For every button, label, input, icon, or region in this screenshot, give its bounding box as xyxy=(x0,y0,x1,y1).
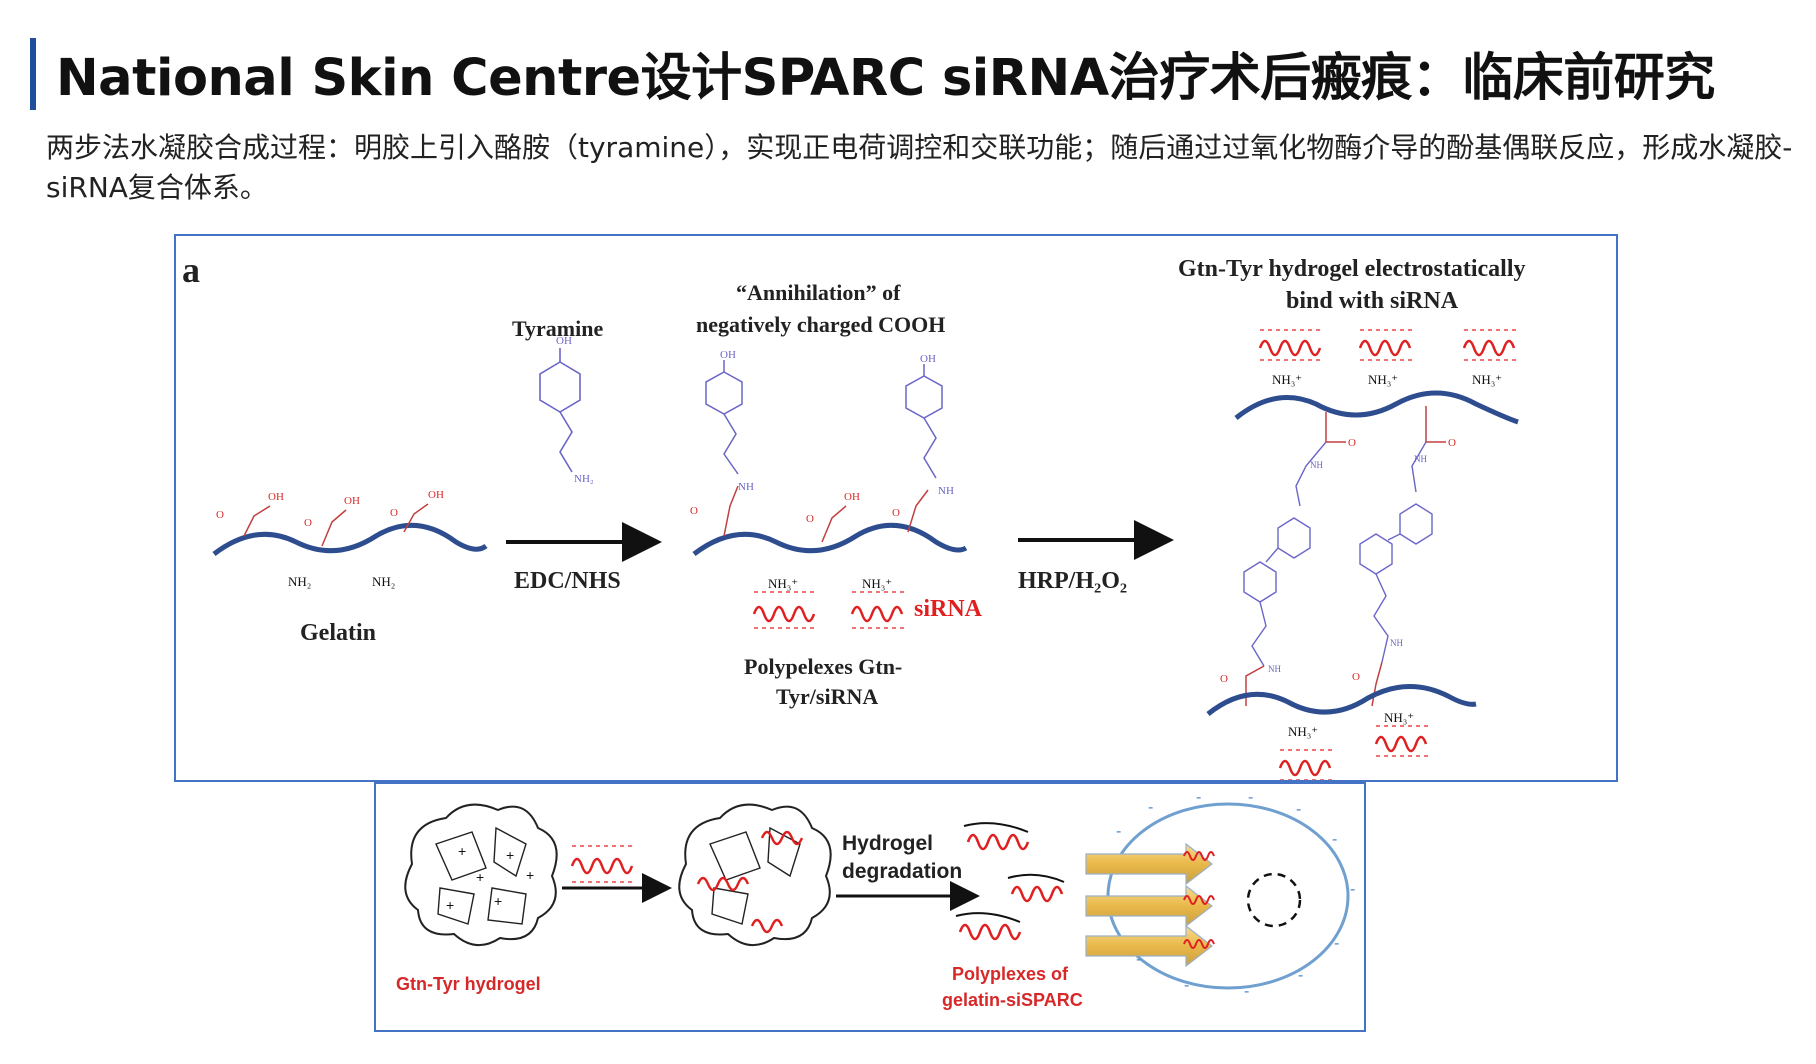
svg-text:+: + xyxy=(458,843,466,859)
synthesis-diagram: a O OH O OH O OH NH₂ NH₂ Gelatin Tyramine O… xyxy=(182,250,1526,780)
svg-text:O: O xyxy=(216,509,224,521)
gelatin-amine-labels: NH₂ NH₂ xyxy=(288,574,395,589)
svg-text:O: O xyxy=(390,507,398,519)
hydrogel-crosslinks xyxy=(1243,441,1433,667)
svg-text:O: O xyxy=(1352,671,1360,683)
svg-text:O: O xyxy=(1220,673,1228,685)
polyplex-label-line2: gelatin-siSPARC xyxy=(942,990,1083,1010)
svg-text:+: + xyxy=(506,847,514,863)
svg-text:O: O xyxy=(1348,437,1356,449)
svg-text:+: + xyxy=(476,869,484,885)
svg-text:NH₃⁺: NH₃⁺ xyxy=(1368,372,1398,387)
internalized-sirna xyxy=(1183,851,1215,949)
svg-text:-: - xyxy=(1148,799,1153,816)
svg-text:NH: NH xyxy=(1268,664,1281,674)
svg-text:O: O xyxy=(892,507,900,519)
polyplex-sirna-strands xyxy=(752,605,904,623)
svg-text:NH: NH xyxy=(1390,638,1403,648)
polyplex-sirna-dashes xyxy=(754,591,906,629)
svg-text:NH₂: NH₂ xyxy=(288,574,311,589)
hydrogel-line2: bind with siRNA xyxy=(1286,288,1459,314)
polyplex-line2: Tyr/siRNA xyxy=(776,684,878,709)
svg-text:-: - xyxy=(1184,977,1189,994)
svg-text:+: + xyxy=(446,897,454,913)
polyplex-label-line1: Polyplexes of xyxy=(952,964,1069,984)
edc-nhs-label: EDC/NHS xyxy=(514,568,621,594)
annihilation-line1: “Annihilation” of xyxy=(736,280,901,305)
gtn-tyr-hydrogel-label: Gtn-Tyr hydrogel xyxy=(396,974,541,994)
svg-text:-: - xyxy=(1136,951,1141,968)
svg-text:O: O xyxy=(806,513,814,525)
entrapped-sirna xyxy=(696,830,804,934)
svg-text:OH: OH xyxy=(920,353,936,365)
polyplex-amide-groups xyxy=(723,485,929,543)
svg-text:NH₃⁺: NH₃⁺ xyxy=(1272,372,1302,387)
tyramine-label: Tyramine xyxy=(512,316,603,341)
svg-text:+: + xyxy=(494,893,502,909)
cell-nucleus xyxy=(1246,872,1302,928)
panel-letter-a: a xyxy=(182,250,200,290)
svg-text:NH₃⁺: NH₃⁺ xyxy=(1384,710,1414,725)
free-sirna xyxy=(570,857,634,875)
hydrogel-line1: Gtn-Tyr hydrogel electrostatically xyxy=(1178,256,1526,282)
svg-text:NH: NH xyxy=(938,485,954,497)
polyplex-tyramine-groups xyxy=(705,360,943,479)
page-title: National Skin Centre设计SPARC siRNA治疗术后瘢痕：… xyxy=(56,49,1715,108)
svg-text:-: - xyxy=(1332,831,1337,848)
hydrogel-bottom-sirna xyxy=(1278,735,1428,777)
svg-text:NH: NH xyxy=(1414,454,1427,464)
svg-text:-: - xyxy=(1244,983,1249,1000)
tyramine-oh: OH xyxy=(556,335,572,347)
title-accent-bar xyxy=(30,38,36,110)
cell-entry-arrows xyxy=(1085,842,1213,968)
svg-text:NH₃⁺: NH₃⁺ xyxy=(768,576,798,591)
annihilation-line2: negatively charged COOH xyxy=(696,312,945,337)
delivery-diagram-panel: + + + + + + Gtn-Tyr hydrogel Hydrogel degrad… xyxy=(374,782,1366,1032)
svg-text:OH: OH xyxy=(268,491,284,503)
svg-text:OH: OH xyxy=(844,491,860,503)
svg-text:+: + xyxy=(526,867,534,883)
svg-text:-: - xyxy=(1296,801,1301,818)
svg-text:NH₃⁺: NH₃⁺ xyxy=(1472,372,1502,387)
svg-text:-: - xyxy=(1298,967,1303,984)
tyramine-nh2: NH₂ xyxy=(574,473,594,485)
gelatin-cooh-labels: O OH O OH O OH xyxy=(216,489,444,529)
hydrogel-bottom-backbone xyxy=(1206,684,1477,716)
hydrogel-top-backbone xyxy=(1234,390,1519,425)
svg-text:O: O xyxy=(690,505,698,517)
loaded-hydrogel-blob xyxy=(678,803,832,946)
svg-text:-: - xyxy=(1116,823,1121,840)
delivery-diagram: + + + + + + Gtn-Tyr hydrogel Hydrogel degrad… xyxy=(396,789,1355,1010)
page-subtitle: 两步法水凝胶合成过程：明胶上引入酪胺（tyramine），实现正电荷调控和交联功… xyxy=(46,131,1793,204)
degradation-line2: degradation xyxy=(842,860,962,883)
svg-text:NH: NH xyxy=(1310,460,1323,470)
synthesis-diagram-panel: a O OH O OH O OH NH₂ NH₂ Gelatin Tyramine O… xyxy=(174,234,1618,782)
polyplex-backbone xyxy=(692,522,968,556)
polyplex-line1: Polypelexes Gtn- xyxy=(744,654,902,679)
svg-text:OH: OH xyxy=(720,349,736,361)
hydrogel-top-sirna xyxy=(1258,339,1516,357)
svg-text:NH₃⁺: NH₃⁺ xyxy=(862,576,892,591)
tyramine-structure xyxy=(539,348,581,473)
hrp-h2o2-label: HRP/H₂O₂ xyxy=(1018,568,1127,594)
svg-text:-: - xyxy=(1350,881,1355,898)
hydrogel-positive-charges: + + + + + + xyxy=(446,843,534,913)
gelatin-carboxyl-groups xyxy=(243,503,429,547)
svg-text:-: - xyxy=(1196,789,1201,806)
svg-text:-: - xyxy=(1334,935,1339,952)
svg-text:O: O xyxy=(1448,437,1456,449)
degradation-line1: Hydrogel xyxy=(842,832,933,855)
svg-text:OH: OH xyxy=(428,489,444,501)
svg-text:-: - xyxy=(1248,789,1253,806)
gtn-tyr-hydrogel-blob xyxy=(404,803,558,946)
svg-text:NH₂: NH₂ xyxy=(372,574,395,589)
svg-text:OH: OH xyxy=(344,495,360,507)
released-polyplexes xyxy=(958,833,1064,941)
svg-text:NH: NH xyxy=(738,481,754,493)
svg-text:O: O xyxy=(304,517,312,529)
svg-text:NH₃⁺: NH₃⁺ xyxy=(1288,724,1318,739)
gelatin-label: Gelatin xyxy=(300,620,376,646)
sirna-label: siRNA xyxy=(914,596,983,622)
gelatin-backbone xyxy=(212,522,488,556)
